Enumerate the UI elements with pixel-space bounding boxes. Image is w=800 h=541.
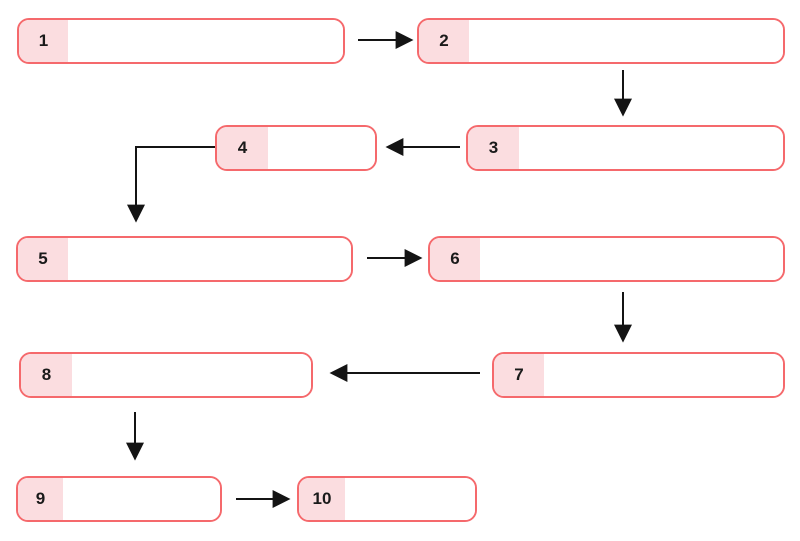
node-body — [72, 354, 311, 396]
node-body — [519, 127, 783, 169]
node-number-badge: 10 — [299, 478, 345, 520]
flow-node-4: 4 — [215, 125, 377, 171]
node-body — [68, 20, 343, 62]
node-body — [68, 238, 351, 280]
node-number-badge: 6 — [430, 238, 480, 280]
node-number-badge: 2 — [419, 20, 469, 62]
node-body — [63, 478, 220, 520]
flow-node-5: 5 — [16, 236, 353, 282]
node-number-badge: 8 — [21, 354, 72, 396]
node-body — [268, 127, 375, 169]
node-body — [544, 354, 783, 396]
node-number-badge: 7 — [494, 354, 544, 396]
node-number-badge: 3 — [468, 127, 519, 169]
node-body — [345, 478, 475, 520]
node-body — [480, 238, 783, 280]
node-number-badge: 9 — [18, 478, 63, 520]
flow-node-6: 6 — [428, 236, 785, 282]
flow-node-9: 9 — [16, 476, 222, 522]
node-number-badge: 5 — [18, 238, 68, 280]
flow-node-3: 3 — [466, 125, 785, 171]
flow-node-10: 10 — [297, 476, 477, 522]
node-number-badge: 1 — [19, 20, 68, 62]
arrow-4-to-5 — [127, 146, 215, 223]
node-number-badge: 4 — [217, 127, 268, 169]
flow-node-8: 8 — [19, 352, 313, 398]
flow-node-2: 2 — [417, 18, 785, 64]
node-body — [469, 20, 783, 62]
flow-node-1: 1 — [17, 18, 345, 64]
flow-node-7: 7 — [492, 352, 785, 398]
